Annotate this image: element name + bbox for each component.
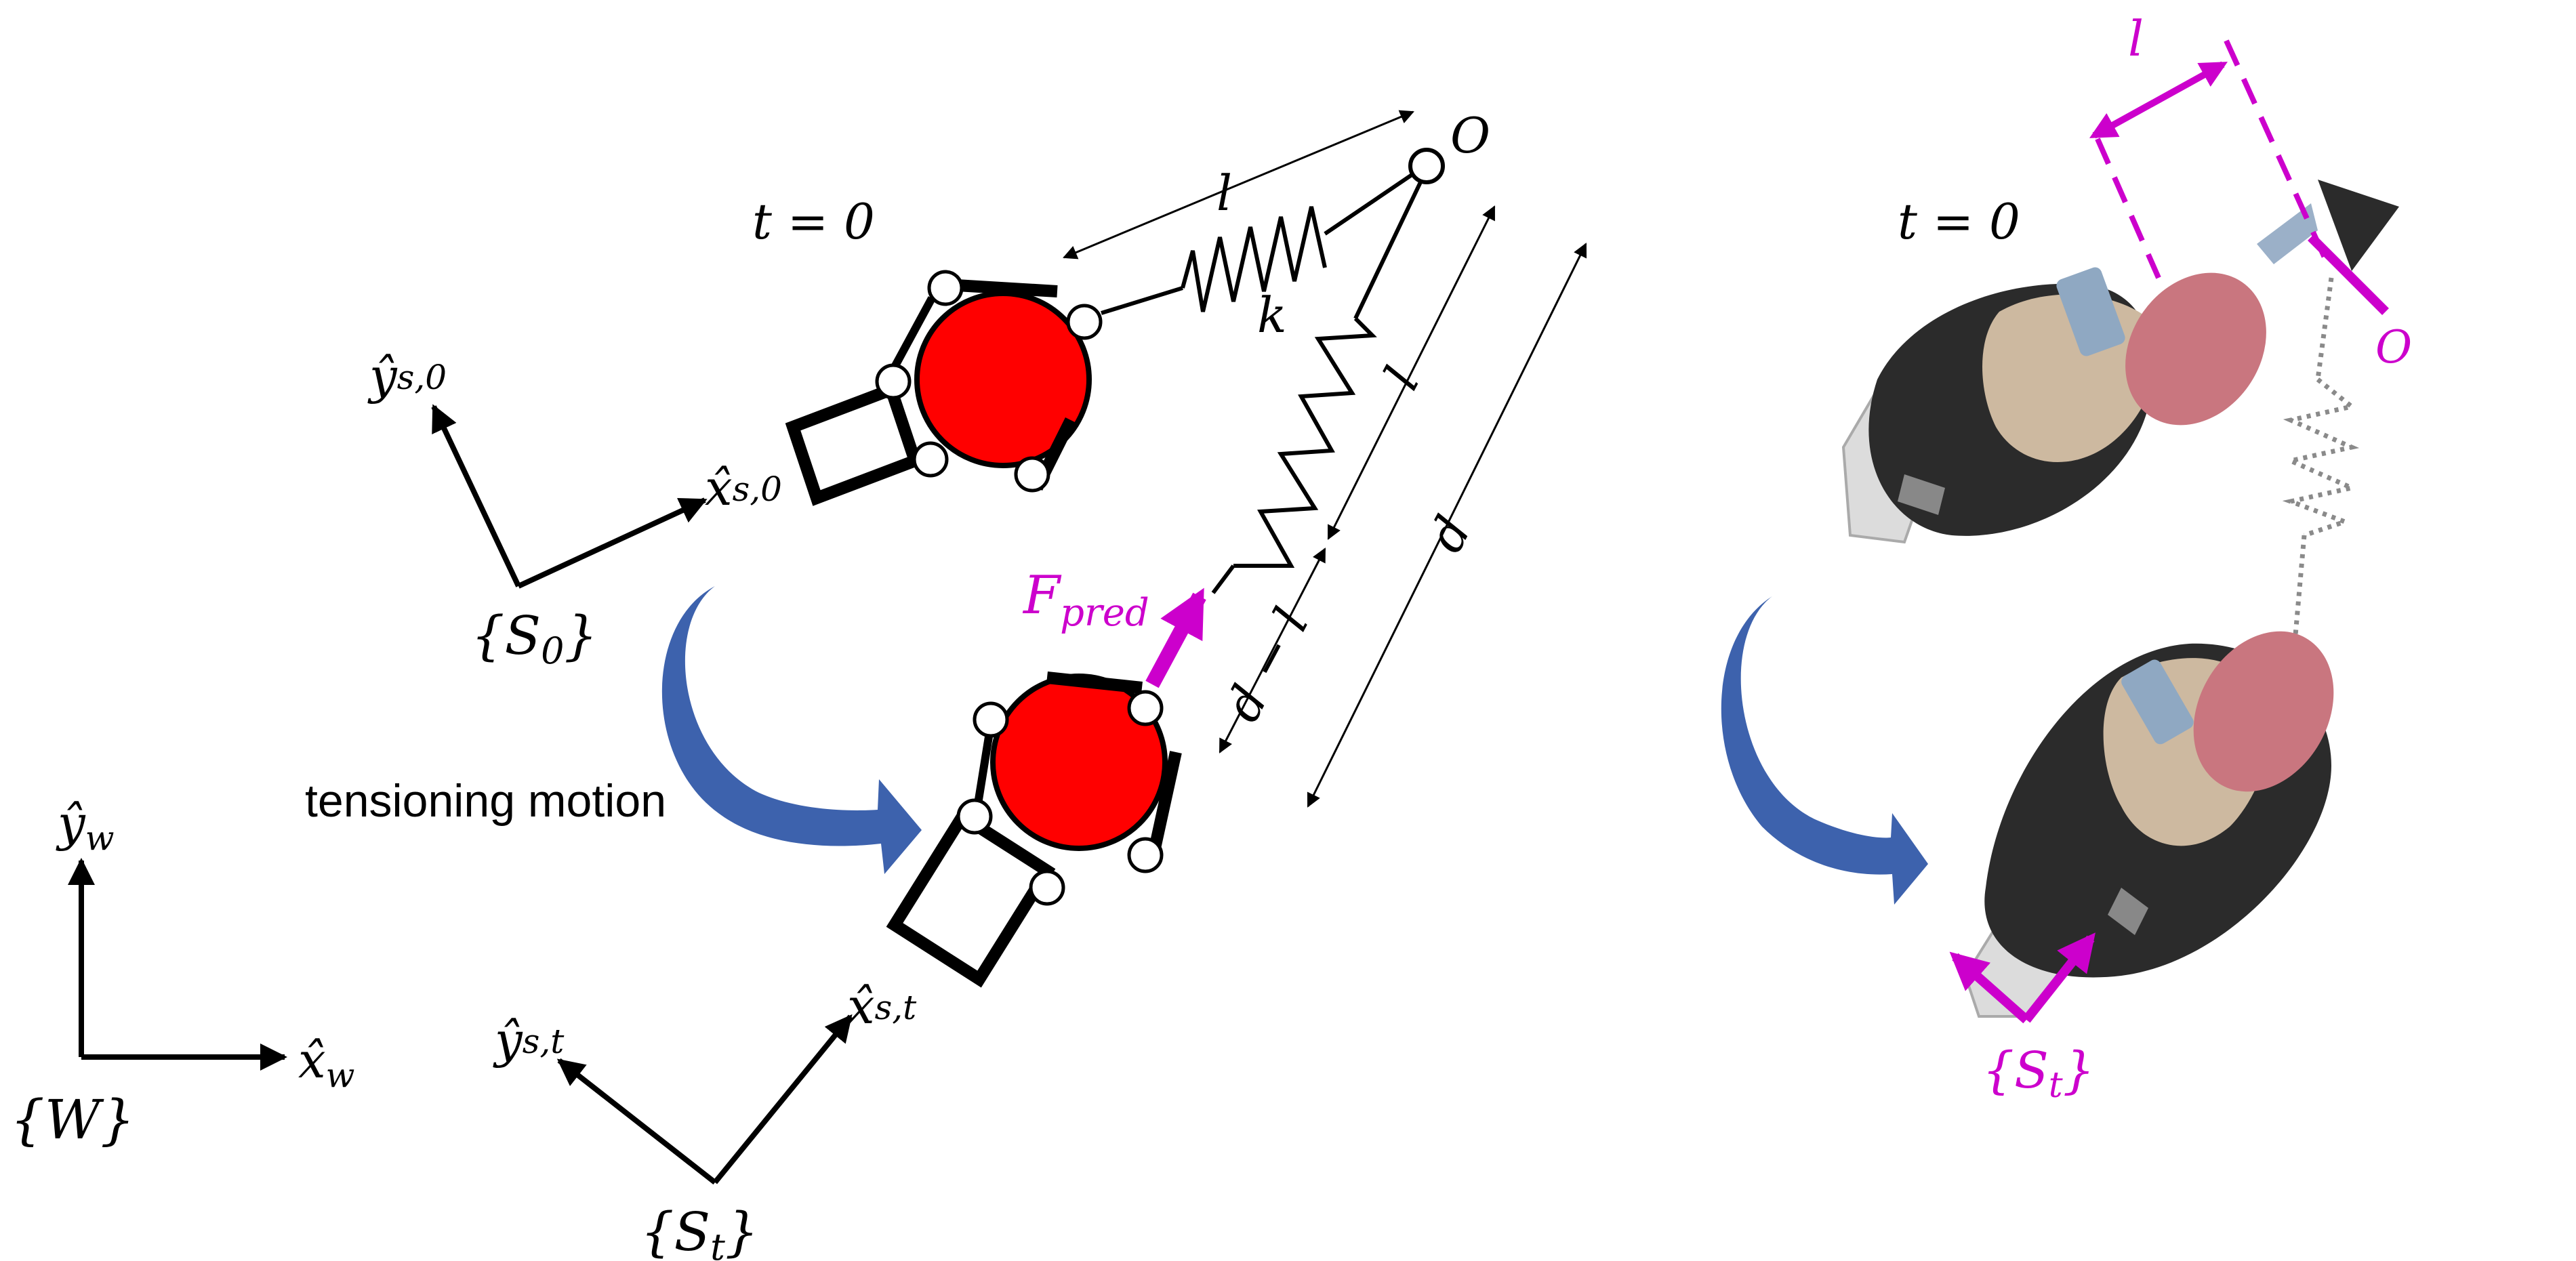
time-zero-label-right: t = 0: [1898, 193, 2020, 250]
photo-spring: [2282, 277, 2360, 651]
world-y-axis-label: ŷw: [56, 795, 115, 858]
photo-rest-length-label: l: [2128, 10, 2144, 67]
st-x-axis-label: x̂s,t: [847, 978, 917, 1035]
predicted-force-arrow: [1145, 587, 1206, 688]
s0-x-axis-label: x̂s,0: [705, 459, 782, 516]
photo-st-frame-label: {St}: [1982, 1041, 2095, 1106]
tensioning-motion-label: tensioning motion: [305, 775, 666, 827]
frame-st: ŷs,t x̂s,t {St}: [493, 978, 917, 1261]
gripper-icon-t: [886, 808, 1056, 988]
s0-y-axis-label: ŷs,0: [367, 348, 447, 405]
gripper-t0: [785, 270, 1103, 506]
predicted-force-label: Fpred: [1022, 565, 1149, 635]
st-frame-label: {St}: [640, 1202, 758, 1261]
st-y-axis-label: ŷs,t: [493, 1012, 565, 1069]
s0-frame-label: {S0}: [471, 606, 598, 672]
extension-label: d − l: [1214, 599, 1320, 730]
rest-length-dimension-right: [1327, 205, 1496, 540]
stiffness-label: k: [1257, 287, 1287, 344]
frame-s0: ŷs,0 x̂s,0 {S0}: [367, 348, 782, 672]
gripper-icon: [785, 381, 923, 506]
world-frame-label: {W}: [10, 1088, 135, 1151]
world-x-axis-label: x̂w: [298, 1032, 354, 1095]
robot-hand-t0: [1841, 180, 2399, 544]
rest-length-label-top: l: [1217, 165, 1232, 222]
robot-hand-t: [1963, 631, 2334, 1018]
curved-motion-arrow-icon-right: [1721, 596, 1928, 905]
anchor-label-right: O: [2375, 321, 2412, 373]
curved-motion-arrow-icon: [661, 586, 922, 874]
distance-label: d: [1417, 507, 1482, 561]
gripper-t: [886, 671, 1182, 988]
time-zero-label-left: t = 0: [752, 193, 875, 250]
rest-length-dimension: [1063, 110, 1414, 260]
anchor-point-icon: [1408, 148, 1445, 184]
anchor-label-left: O: [1450, 107, 1490, 164]
world-frame: ŷw x̂w {W}: [10, 795, 354, 1151]
photo-st-frame: {St}: [1949, 932, 2095, 1106]
distance-dimension: [1307, 243, 1587, 808]
photo-rest-length: l O: [2089, 10, 2412, 373]
